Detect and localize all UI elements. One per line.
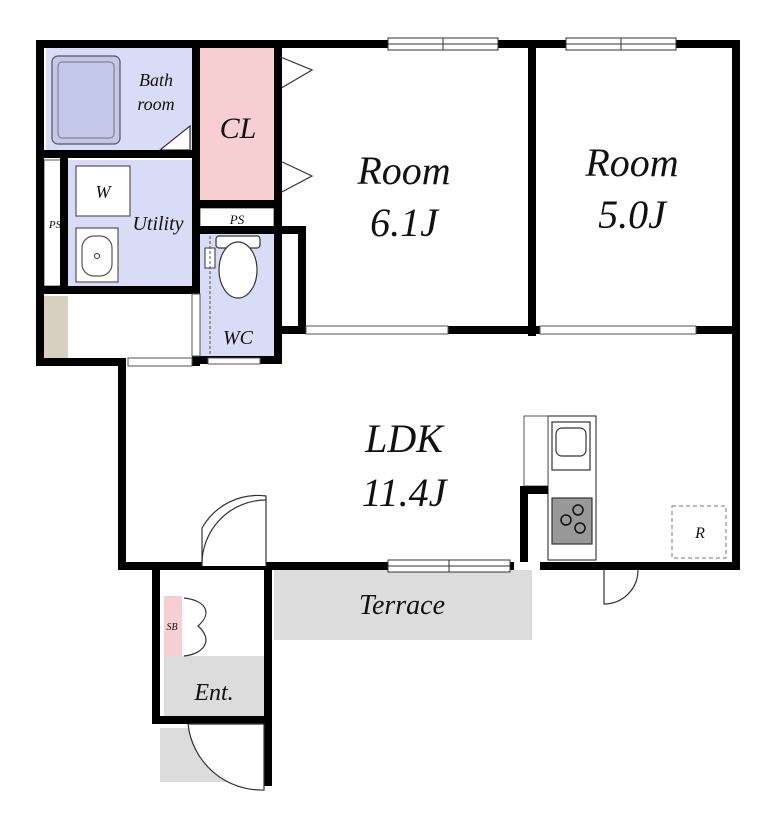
burner-2-icon xyxy=(560,514,572,526)
kitchen-backsplash xyxy=(523,415,549,487)
burner-1-icon xyxy=(572,504,584,516)
bathroom-label-line2: room xyxy=(137,94,174,114)
door-swing-ldk xyxy=(201,494,267,566)
room-b-size: 5.0J xyxy=(598,192,668,237)
room-b-name: Room xyxy=(584,140,678,185)
terrace-area xyxy=(274,570,532,640)
shoe-box-label: SB xyxy=(166,622,177,633)
shoe-box xyxy=(164,596,182,656)
door-swing-entrance xyxy=(187,723,265,791)
room-a-name: Room xyxy=(356,148,450,193)
bathtub-inner xyxy=(57,61,115,139)
washer-label: W xyxy=(96,182,113,202)
closet-door-lower xyxy=(277,159,314,195)
refrigerator-space xyxy=(671,505,727,559)
closet-label: CL xyxy=(220,112,257,145)
entrance-floor xyxy=(164,656,264,718)
sink-basin xyxy=(555,427,587,457)
ldk-size: 11.4J xyxy=(362,470,449,515)
ldk-name: LDK xyxy=(364,416,445,461)
room-a-size: 6.1J xyxy=(370,200,440,245)
burner-3-icon xyxy=(574,522,586,534)
sliding-doors xyxy=(127,293,697,367)
door-swing-exterior-right xyxy=(603,569,639,605)
door-swing-ldk-arc xyxy=(201,499,267,567)
drain-icon xyxy=(94,253,100,259)
windows xyxy=(387,37,677,573)
wc-label: WC xyxy=(223,327,254,349)
toilet-bowl xyxy=(218,241,258,299)
closet-door-upper xyxy=(277,55,314,91)
washer-box xyxy=(75,165,131,217)
washbasin-bowl xyxy=(81,235,113,277)
bathroom-label-line1: Bath xyxy=(139,70,173,90)
shoe-box-doors xyxy=(183,597,207,657)
stove xyxy=(551,497,593,545)
entrance-label: Ent. xyxy=(193,680,233,706)
refrigerator-label: R xyxy=(694,525,705,542)
ps-left-label: PS xyxy=(48,219,62,231)
utility-label: Utility xyxy=(132,213,183,235)
storage-area xyxy=(44,296,68,358)
ps-center-label: PS xyxy=(229,212,245,227)
bathtub xyxy=(51,55,121,145)
closet-area xyxy=(200,48,274,202)
terrace-label: Terrace xyxy=(359,590,445,621)
